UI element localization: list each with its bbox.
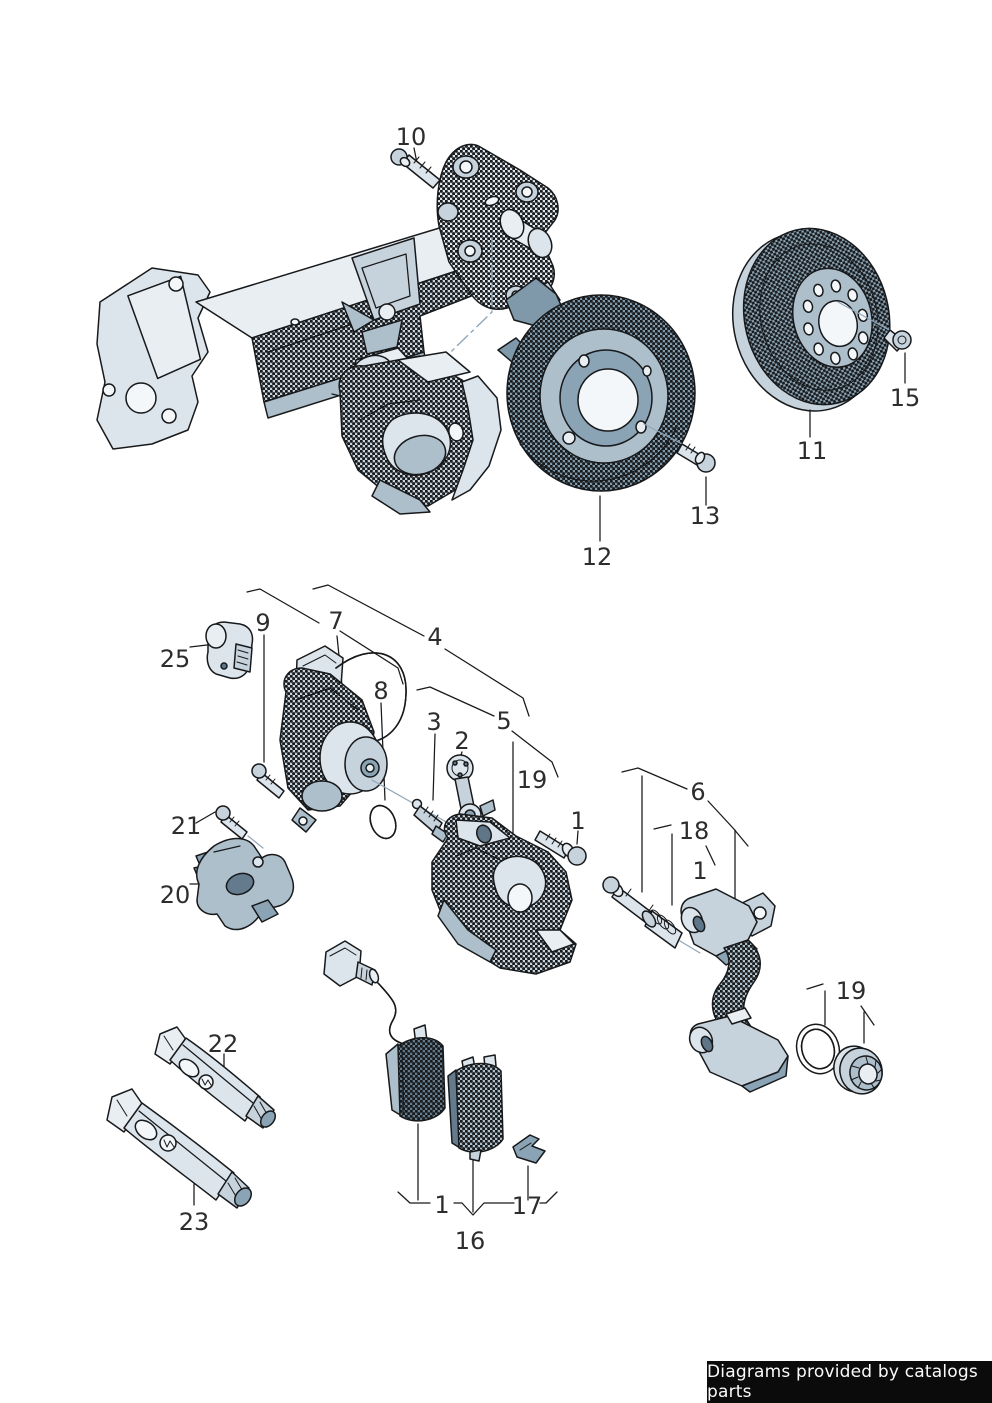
part-label-25: 25 [159,645,191,673]
part-label-16: 16 [454,1227,486,1255]
brake-pad-plain [447,1054,504,1162]
part-label-3: 3 [426,708,442,736]
grease-tube-23 [106,1088,253,1209]
part-label-6: 6 [690,778,706,806]
brake-caliper-assembly [331,347,502,515]
part-label-17: 17 [511,1192,543,1220]
pads-group-bracket [397,1191,558,1216]
part-label-23: 23 [178,1208,210,1236]
part-label-4: 4 [427,623,443,651]
part-label-20: 20 [159,881,191,909]
part-label-1: 1 [434,1191,450,1219]
group-brackets [246,584,875,1026]
screw-21 [215,805,264,849]
part-label-1: 1 [692,857,708,885]
hex-bolt-13 [643,423,716,506]
grease-tube-22 [154,1026,277,1129]
part-label-5: 5 [496,707,512,735]
cable-bracket-20 [193,837,295,931]
watermark-text: Diagrams provided by catalogs parts [707,1362,978,1402]
brake-pad-with-sensor [385,1024,446,1122]
part-label-19: 19 [516,766,548,794]
hex-bolt-10 [390,147,441,189]
countersunk-screw-15 [837,301,912,384]
part-label-13: 13 [689,502,721,530]
parking-brake-motor [279,645,557,885]
part-label-11: 11 [796,437,828,465]
rear-axle-beam [96,225,503,450]
retaining-clip-17 [512,1134,546,1164]
part-label-2: 2 [454,727,470,755]
part-label-19: 19 [835,977,867,1005]
guide-sleeve-18 [641,909,701,954]
hex-bolt-1-mid [534,830,587,866]
bearing-19 [833,1045,883,1095]
wheel-hub-bracket [436,143,561,317]
o-ring-8 [369,804,397,840]
leader-lines [189,634,865,1213]
disc-bolt-holes [802,279,869,365]
seal-ring-19 [795,1023,841,1075]
part-label-1: 1 [570,807,586,835]
part-label-21: 21 [170,812,202,840]
part-label-12: 12 [581,543,613,571]
part-label-15: 15 [889,384,921,412]
caliper-housing [431,813,577,975]
part-label-10: 10 [395,123,427,151]
part-label-18: 18 [678,817,710,845]
part-label-7: 7 [328,607,344,635]
part-label-9: 9 [255,609,271,637]
part-label-8: 8 [373,677,389,705]
screw-9 [251,763,285,799]
caliper-carrier [680,888,789,1093]
part-label-22: 22 [207,1030,239,1058]
watermark-banner: Diagrams provided by catalogs parts [707,1361,992,1403]
pad-wear-sensor [323,940,417,1046]
brake-splash-shield [497,277,696,542]
electrical-connector-25 [189,621,254,680]
brake-disc [731,227,891,412]
